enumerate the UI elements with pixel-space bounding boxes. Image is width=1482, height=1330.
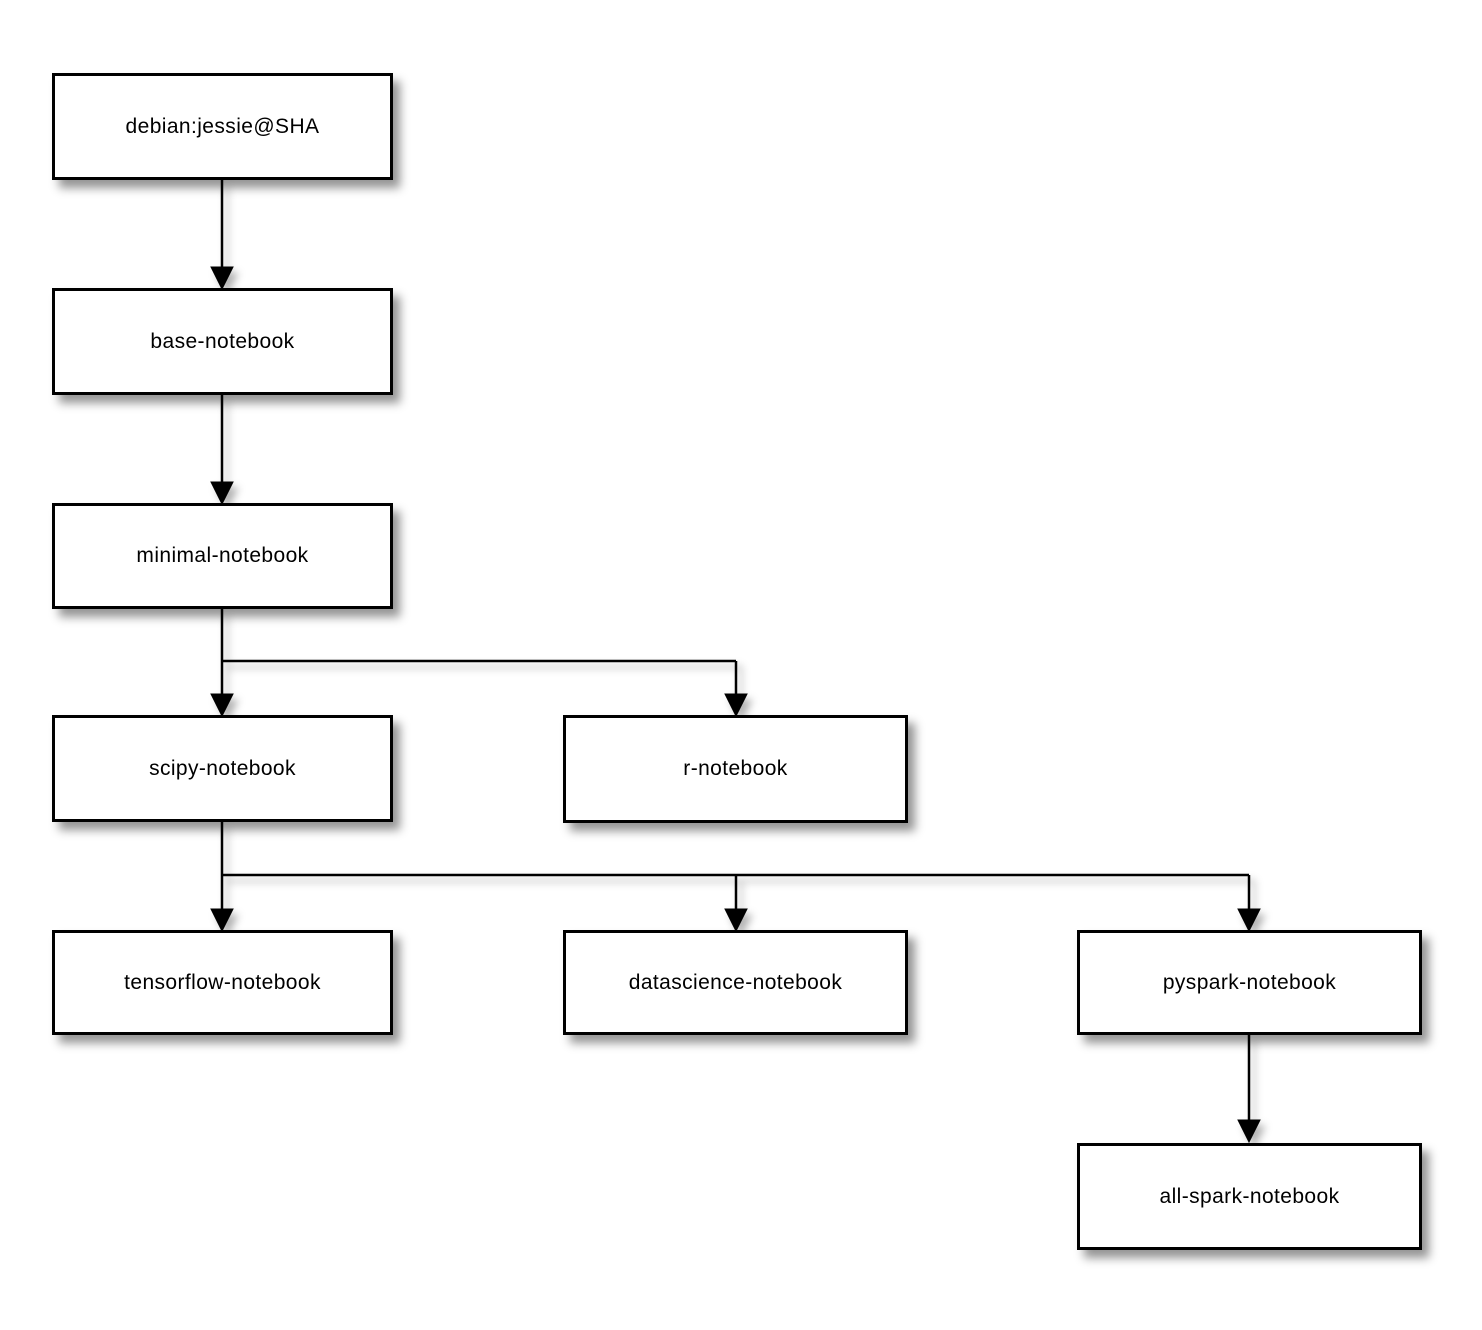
node-all-spark-notebook: all-spark-notebook [1077, 1143, 1422, 1250]
node-r-notebook-label: r-notebook [683, 757, 788, 780]
arrowhead-r-notebook [724, 693, 748, 718]
node-datascience-notebook: datascience-notebook [563, 930, 908, 1035]
node-all-spark-notebook-label: all-spark-notebook [1159, 1184, 1340, 1208]
arrowhead-tensorflow-notebook [210, 908, 234, 933]
node-minimal-notebook: minimal-notebook [52, 503, 393, 609]
node-datascience-notebook-label: datascience-notebook [628, 970, 843, 994]
node-scipy-notebook-label: scipy-notebook [149, 756, 296, 780]
arrowhead-minimal-notebook [210, 481, 234, 506]
node-pyspark-notebook-label: pyspark-notebook [1162, 970, 1337, 994]
node-debian-jessie: debian:jessie@SHA [52, 73, 393, 180]
arrowhead-pyspark-notebook [1237, 908, 1261, 933]
arrowhead-datascience-notebook [724, 908, 748, 933]
node-r-notebook: r-notebook [563, 715, 908, 823]
node-debian-jessie-label: debian:jessie@SHA [125, 114, 320, 138]
node-minimal-notebook-label: minimal-notebook [136, 544, 309, 567]
arrowhead-scipy-notebook [210, 693, 234, 718]
node-base-notebook: base-notebook [52, 288, 393, 395]
node-scipy-notebook: scipy-notebook [52, 715, 393, 822]
arrowhead-base-notebook [210, 266, 234, 291]
node-tensorflow-notebook-label: tensorflow-notebook [124, 970, 321, 994]
node-pyspark-notebook: pyspark-notebook [1077, 930, 1422, 1035]
node-tensorflow-notebook: tensorflow-notebook [52, 930, 393, 1035]
arrowhead-all-spark-notebook [1237, 1119, 1261, 1144]
node-base-notebook-label: base-notebook [150, 329, 295, 353]
